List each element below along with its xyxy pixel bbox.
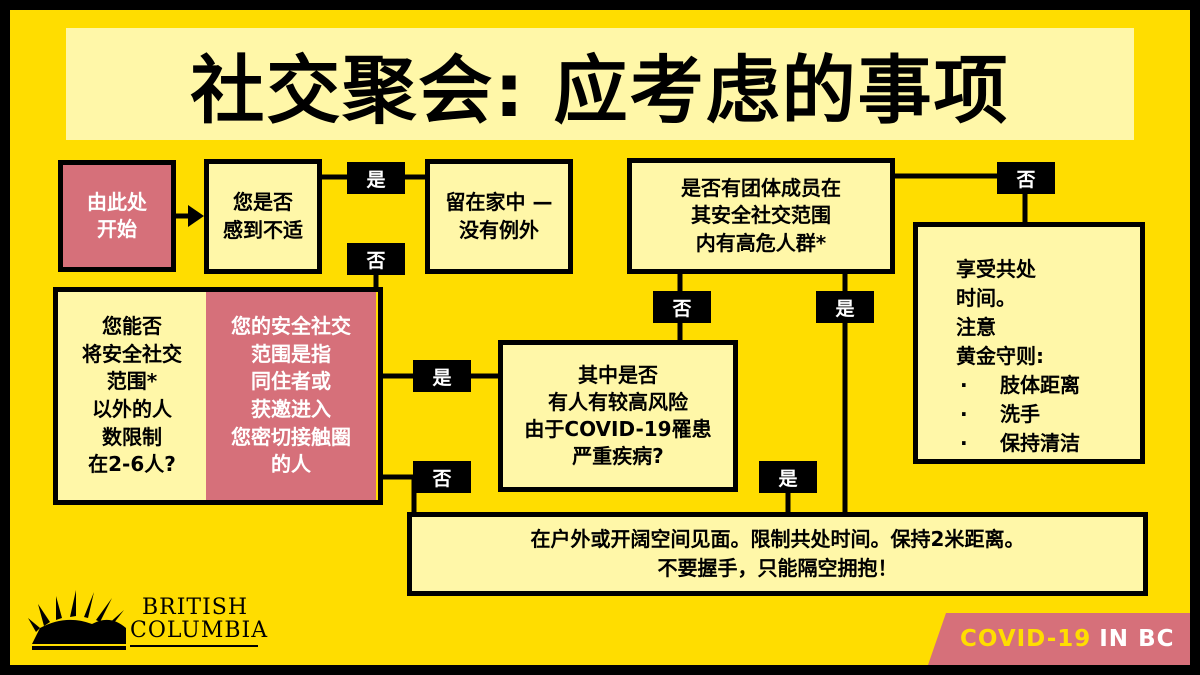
definition-text-line: 范围是指: [251, 341, 331, 366]
rule-item: · 洗手: [956, 400, 1040, 429]
rule-text: 保持清洁: [1000, 431, 1080, 455]
high-risk-text-line: 其中是否: [578, 362, 658, 387]
start-text-line: 由此处: [87, 189, 147, 214]
title-background: [66, 28, 1134, 140]
definition-text-line: 同住者或: [251, 369, 331, 394]
high-risk-text-line: 严重疾病?: [572, 444, 664, 469]
page-title: 社交聚会: 应考虑的事项: [190, 47, 1010, 134]
limit-text-line: 在2-6人?: [88, 452, 176, 477]
limit-text-line: 数限制: [102, 424, 162, 449]
bc-sun-logo-icon: [28, 590, 126, 650]
yes-tag: 是: [816, 291, 874, 323]
high-risk-question-box: 其中是否 有人有较高风险 由于COVID-19罹患 严重疾病?: [498, 340, 738, 492]
outdoors-text-line: 不要握手，只能隔空拥抱！: [657, 556, 898, 580]
start-text-line: 开始: [97, 217, 137, 241]
banner-part2: IN BC: [1099, 626, 1175, 652]
enjoy-text-line: 时间。: [956, 286, 1016, 310]
banner-part1: COVID-19: [960, 626, 1092, 652]
limit-question-box: 您能否 将安全社交 范围* 以外的人 数限制 在2-6人?: [58, 292, 206, 500]
limit-text-line: 将安全社交: [82, 341, 182, 366]
outdoors-box: 在户外或开阔空间见面。限制共处时间。保持2米距离。 不要握手，只能隔空拥抱！: [407, 512, 1148, 596]
covid-banner: [928, 613, 1190, 665]
group-text-line: 内有高危人群*: [695, 230, 827, 255]
bullet-icon: ·: [960, 373, 968, 397]
no-tag: 否: [997, 162, 1055, 194]
stay-home-box: 留在家中 — 没有例外: [425, 159, 573, 274]
no-tag: 否: [413, 461, 471, 493]
stay-home-text-line: 留在家中 —: [445, 190, 553, 215]
rule-text: 肢体距离: [1000, 373, 1080, 397]
bullet-icon: ·: [960, 431, 968, 455]
no-tag: 否: [347, 243, 405, 275]
unwell-text-line: 感到不适: [223, 217, 303, 242]
arrowhead-icon: [188, 205, 204, 227]
high-risk-text-line: 由于COVID-19罹患: [524, 417, 712, 441]
start-box: 由此处 开始: [58, 160, 176, 272]
group-text-line: 是否有团体成员在: [681, 176, 841, 201]
unwell-question-box: 您是否 感到不适: [204, 159, 322, 274]
bc-wordmark: BRITISH COLUMBIA: [130, 596, 268, 642]
limit-text-line: 范围*: [106, 369, 158, 394]
limit-text-line: 您能否: [102, 314, 162, 339]
wordmark-line: COLUMBIA: [130, 618, 269, 644]
outdoors-text-line: 在户外或开阔空间见面。限制共处时间。保持2米距离。: [530, 527, 1025, 551]
enjoy-text-line: 享受共处: [956, 257, 1036, 281]
no-tag: 否: [653, 291, 711, 323]
split-box-frame: [53, 287, 383, 505]
wordmark-rule: [130, 645, 258, 647]
rule-item: · 保持清洁: [956, 429, 1080, 458]
group-text-line: 其安全社交范围: [691, 203, 831, 228]
definition-text-line: 获邀进入: [251, 397, 331, 421]
high-risk-text-line: 有人有较高风险: [548, 389, 688, 414]
definition-text-line: 的人: [271, 452, 311, 477]
bullet-icon: ·: [960, 402, 968, 426]
definition-text-line: 您的安全社交: [231, 314, 351, 339]
enjoy-text-line: 黄金守则:: [956, 344, 1044, 368]
unwell-text-line: 您是否: [233, 190, 293, 215]
yes-tag: 是: [413, 360, 471, 392]
yes-tag: 是: [759, 461, 817, 493]
rule-item: · 肢体距离: [956, 371, 1080, 400]
wordmark-line: BRITISH: [142, 595, 249, 620]
yes-tag: 是: [347, 162, 405, 194]
definition-text-line: 您密切接触圈: [231, 424, 351, 449]
rule-text: 洗手: [1000, 402, 1040, 426]
covid-banner-text: COVID-19 IN BC: [960, 613, 1174, 665]
bubble-definition-box: 您的安全社交 范围是指 同住者或 获邀进入 您密切接触圈 的人: [206, 292, 376, 500]
group-question-box: 是否有团体成员在 其安全社交范围 内有高危人群*: [627, 158, 895, 274]
enjoy-text-line: 注意: [956, 315, 996, 339]
enjoy-box: 享受共处 时间。 注意 黄金守则: · 肢体距离 · 洗手 · 保持清洁: [913, 222, 1145, 464]
stay-home-text-line: 没有例外: [459, 217, 539, 242]
limit-text-line: 以外的人: [92, 397, 172, 421]
